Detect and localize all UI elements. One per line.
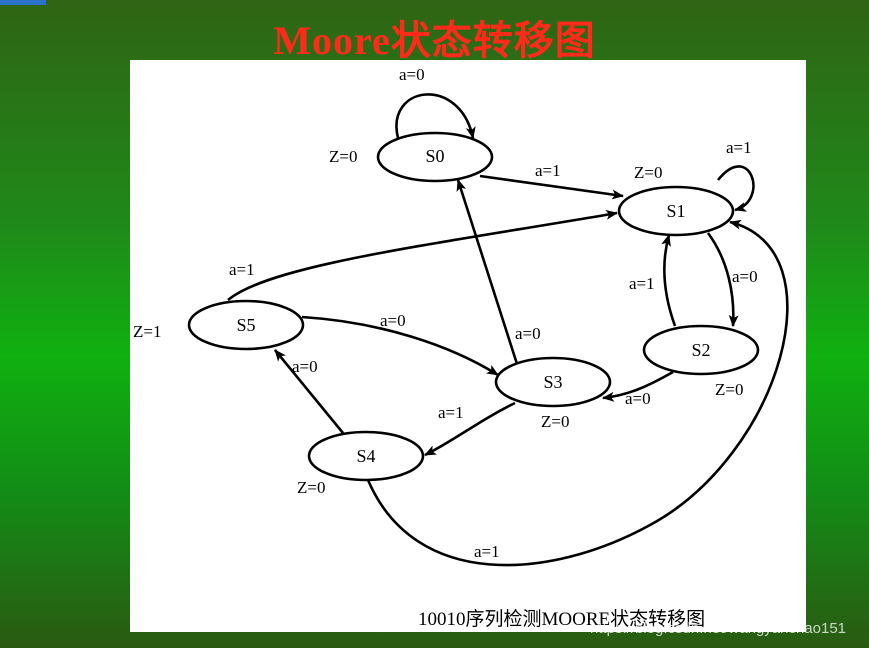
output-label-S1: Z=0 xyxy=(634,163,662,182)
output-label-S5: Z=1 xyxy=(133,322,161,341)
edge-label-S1-S1: a=1 xyxy=(726,138,752,157)
diagram-caption: 10010序列检测MOORE状态转移图 xyxy=(418,609,706,630)
edge-label-S3-S0: a=0 xyxy=(515,324,541,343)
edge-S0-S0 xyxy=(395,93,476,139)
edge-S4-S1 xyxy=(366,219,789,567)
edge-S3-S4 xyxy=(424,401,516,457)
edge-label-S4-S5: a=0 xyxy=(292,357,318,376)
state-label-S0: S0 xyxy=(425,146,444,166)
output-label-S0: Z=0 xyxy=(329,147,357,166)
edge-label-S1-S2: a=0 xyxy=(732,267,758,286)
edge-S1-S1 xyxy=(716,165,755,212)
state-label-S1: S1 xyxy=(666,201,685,221)
output-label-S2: Z=0 xyxy=(715,380,743,399)
edge-label-S0-S0: a=0 xyxy=(399,65,425,84)
state-label-S2: S2 xyxy=(691,340,710,360)
edge-label-S5-S3: a=0 xyxy=(380,311,406,330)
state-label-S3: S3 xyxy=(543,372,562,392)
edge-label-S0-S1: a=1 xyxy=(535,161,561,180)
state-S1 xyxy=(617,185,735,237)
state-S2 xyxy=(642,324,760,376)
edge-S2-S1 xyxy=(661,234,677,327)
edge-label-S3-S4: a=1 xyxy=(438,403,464,422)
edge-label-S2-S3: a=0 xyxy=(625,389,651,408)
slide-title: Moore状态转移图 xyxy=(273,18,596,63)
state-label-S5: S5 xyxy=(236,315,255,335)
edge-S4-S5 xyxy=(273,349,345,434)
edge-S5-S3 xyxy=(301,315,499,377)
state-label-S4: S4 xyxy=(356,446,375,466)
state-S5 xyxy=(187,299,305,351)
output-label-S4: Z=0 xyxy=(297,478,325,497)
state-S4 xyxy=(307,430,425,482)
edge-label-S2-S1: a=1 xyxy=(629,274,655,293)
state-diagram: S0 S1 S2 S3 S4 S5 Z=0 Z=0 Z=0 Z=0 Z=0 Z=… xyxy=(133,65,789,567)
edge-S2-S3 xyxy=(602,370,674,402)
edge-S5-S1 xyxy=(227,209,618,302)
edge-S1-S2 xyxy=(706,232,739,327)
watermark: https://blog.csdn.net/wangyanchao151 xyxy=(590,620,847,637)
edge-label-S5-S1: a=1 xyxy=(229,260,255,279)
output-label-S3: Z=0 xyxy=(541,412,569,431)
diagram-canvas: S0 S1 S2 S3 S4 S5 Z=0 Z=0 Z=0 Z=0 Z=0 Z=… xyxy=(130,60,806,632)
edge-S0-S1 xyxy=(479,174,624,200)
corner-accent-tab xyxy=(0,0,46,5)
edge-label-S4-S1: a=1 xyxy=(474,542,500,561)
state-S3 xyxy=(494,356,612,408)
state-S0 xyxy=(376,131,494,183)
edge-S3-S0 xyxy=(456,179,519,365)
